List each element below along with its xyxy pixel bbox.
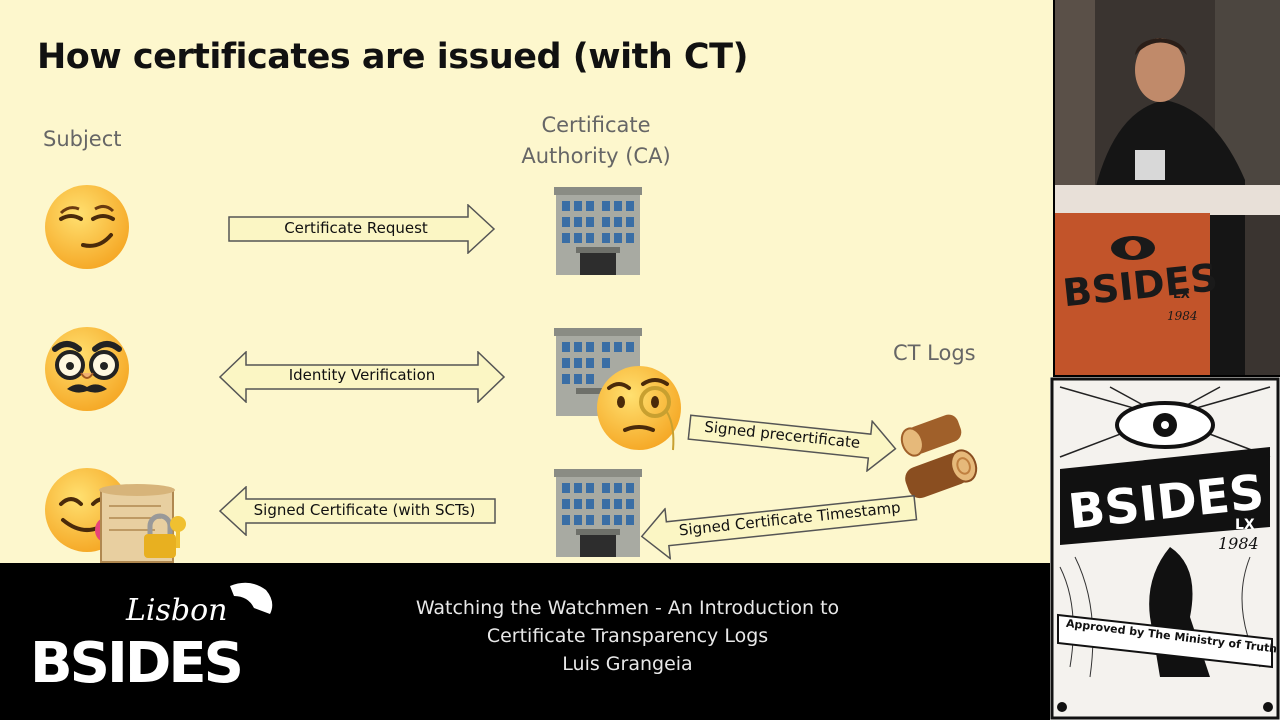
identity-verification-label: Identity Verification <box>288 366 436 384</box>
speaker-video: BSIDES LX 1984 <box>1055 0 1280 375</box>
wood-logs-icon <box>900 414 978 499</box>
disguised-face-icon <box>45 327 129 411</box>
talk-title-line1: Watching the Watchmen - An Introduction … <box>415 597 840 619</box>
subject-label: Subject <box>43 127 122 151</box>
signed-certificate-timestamp-arrow-shape <box>640 494 918 561</box>
speaker-camera-feed: BSIDES LX 1984 <box>1055 0 1280 375</box>
crow-icon <box>230 582 273 614</box>
talk-title-line2: Certificate Transparency Logs <box>486 625 769 647</box>
logo-bsides-text: BSIDES <box>30 631 241 696</box>
poster-sub-text: LX <box>1235 517 1255 533</box>
footer-bar: Lisbon BSIDES Watching the Watchmen - An… <box>0 563 1053 720</box>
signed-certificate-arrow <box>219 486 496 536</box>
ca-label-line2: Authority (CA) <box>521 144 671 168</box>
speaker-name: Luis Grangeia <box>562 653 693 675</box>
signed-certificate-label: Signed Certificate (with SCTs) <box>253 501 476 519</box>
podium-poster-sub: LX <box>1173 287 1191 301</box>
ca-label-line1: Certificate <box>541 113 651 137</box>
bsides-poster-art: BSIDES LX 1984 Approved by The Ministry … <box>1050 377 1280 720</box>
identity-verification-arrow <box>219 351 505 403</box>
slide: How certificates are issued (with CT) Su… <box>0 0 1053 563</box>
slide-title: How certificates are issued (with CT) <box>37 37 748 77</box>
monocle-face-icon <box>597 366 681 451</box>
lock-with-key-icon <box>144 513 186 558</box>
certificate-request-arrow <box>228 204 496 254</box>
signed-precertificate-arrow-shape <box>687 414 897 473</box>
certificate-request-label: Certificate Request <box>284 219 428 237</box>
office-building-icon <box>554 469 642 557</box>
signed-precertificate-arrow: Signed precertificate <box>686 401 900 475</box>
podium-poster-year: 1984 <box>1167 309 1198 323</box>
ca-label: Certificate Authority (CA) <box>505 110 687 172</box>
ct-logs-label: CT Logs <box>893 341 976 365</box>
smirking-face-icon <box>45 185 129 269</box>
bsides-lisbon-logo: Lisbon BSIDES <box>30 582 273 696</box>
signed-certificate-timestamp-arrow: Signed Certificate Timestamp <box>638 482 920 563</box>
office-building-icon <box>554 187 642 275</box>
talk-info: Watching the Watchmen - An Introduction … <box>330 594 925 678</box>
poster-year-text: 1984 <box>1218 534 1259 553</box>
bsides-poster: BSIDES LX 1984 Approved by The Ministry … <box>1050 377 1280 720</box>
logo-lisbon-text: Lisbon <box>125 593 228 628</box>
